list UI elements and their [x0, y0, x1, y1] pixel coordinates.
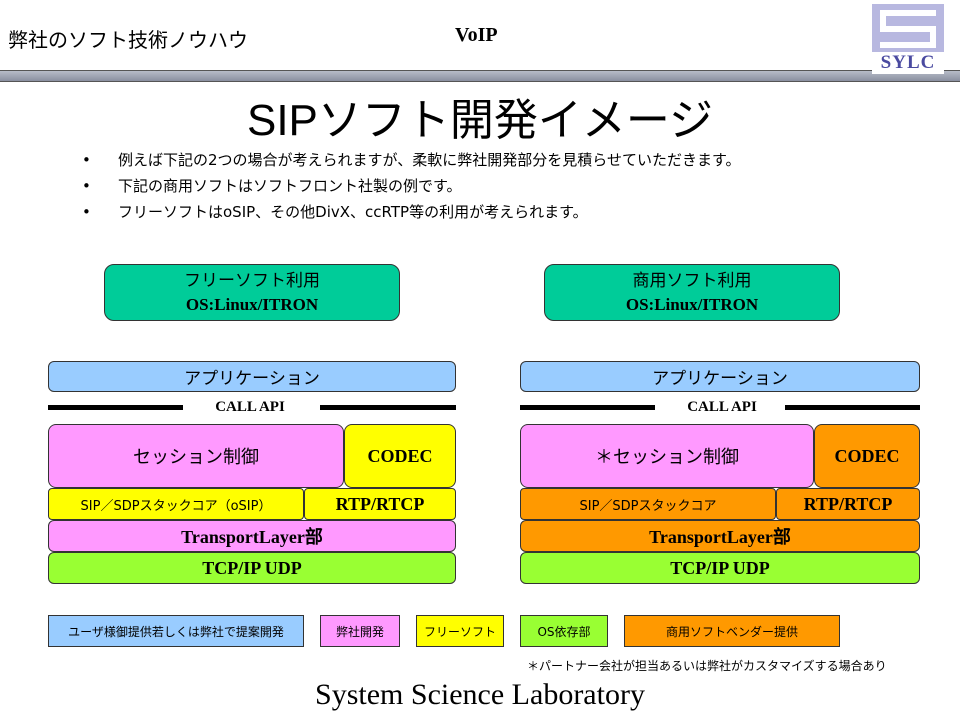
right-os-line1: 商用ソフト利用 — [632, 270, 752, 290]
bullet-text: 下記の商用ソフトはソフトフロント社製の例です。 — [118, 177, 462, 195]
right-codec-box: CODEC — [814, 424, 920, 488]
legend-os-dependent: OS依存部 — [520, 615, 608, 647]
left-os-line1: フリーソフト利用 — [184, 270, 320, 290]
left-codec-box: CODEC — [344, 424, 456, 488]
bullet-list: • 例えば下記の2つの場合が考えられますが、柔軟に弊社開発部分を見積らせていただき… — [80, 150, 740, 228]
logo-text: SYLC — [872, 52, 944, 74]
left-os-box: フリーソフト利用 OS:Linux/ITRON — [104, 264, 400, 321]
bullet-item: • フリーソフトはoSIP、その他DivX、ccRTP等の利用が考えられます。 — [80, 202, 740, 228]
right-tcpip-box: TCP/IP UDP — [520, 552, 920, 584]
right-application-label: アプリケーション — [652, 369, 788, 389]
left-session-label: セッション制御 — [133, 447, 259, 468]
bullet-text: フリーソフトはoSIP、その他DivX、ccRTP等の利用が考えられます。 — [118, 203, 588, 221]
right-session-label: ＊セッション制御 — [595, 447, 739, 468]
left-os-line2: OS:Linux/ITRON — [185, 294, 319, 314]
left-callapi-bar-left — [48, 405, 183, 410]
right-os-line2: OS:Linux/ITRON — [625, 294, 759, 314]
legend-commercial-vendor-label: 商用ソフトベンダー提供 — [665, 624, 798, 639]
left-sip-label: SIP／SDPスタックコア（oSIP） — [80, 498, 272, 514]
header-divider — [0, 70, 960, 82]
footer-company-name: System Science Laboratory — [315, 678, 645, 711]
left-transport-box: TransportLayer部 — [48, 520, 456, 552]
right-transport-box: TransportLayer部 — [520, 520, 920, 552]
bullet-icon: • — [82, 203, 91, 221]
right-session-box: ＊セッション制御 — [520, 424, 814, 488]
legend-user-provided: ユーザ様御提供若しくは弊社で提案開発 — [48, 615, 304, 647]
right-sip-box: SIP／SDPスタックコア — [520, 488, 776, 520]
legend-os-dependent-label: OS依存部 — [537, 624, 591, 639]
left-callapi-bar-right — [320, 405, 456, 410]
left-tcpip-label: TCP/IP UDP — [202, 557, 302, 578]
left-tcpip-box: TCP/IP UDP — [48, 552, 456, 584]
right-rtp-box: RTP/RTCP — [776, 488, 920, 520]
left-rtp-box: RTP/RTCP — [304, 488, 456, 520]
right-callapi-label: CALL API — [687, 399, 757, 415]
left-application-box: アプリケーション — [48, 361, 456, 392]
left-rtp-label: RTP/RTCP — [335, 493, 425, 514]
left-callapi-label: CALL API — [215, 399, 285, 415]
bullet-item: • 下記の商用ソフトはソフトフロント社製の例です。 — [80, 176, 740, 202]
bullet-icon: • — [82, 177, 91, 195]
right-codec-label: CODEC — [834, 445, 900, 466]
left-codec-label: CODEC — [367, 445, 433, 466]
legend-our-development-label: 弊社開発 — [335, 624, 384, 639]
header-center-title: VoIP — [455, 24, 498, 46]
bullet-icon: • — [82, 151, 91, 169]
right-application-box: アプリケーション — [520, 361, 920, 392]
header-left-title: 弊社のソフト技術ノウハウ — [8, 28, 248, 52]
left-session-box: セッション制御 — [48, 424, 344, 488]
right-callapi-bar-right — [785, 405, 920, 410]
legend-user-provided-label: ユーザ様御提供若しくは弊社で提案開発 — [68, 624, 284, 639]
bullet-text: 例えば下記の2つの場合が考えられますが、柔軟に弊社開発部分を見積らせていただきま… — [118, 151, 741, 169]
footnote: ＊パートナー会社が担当あるいは弊社がカスタマイズする場合あり — [527, 659, 887, 673]
bullet-item: • 例えば下記の2つの場合が考えられますが、柔軟に弊社開発部分を見積らせていただき… — [80, 150, 740, 176]
right-os-box: 商用ソフト利用 OS:Linux/ITRON — [544, 264, 840, 321]
legend-free-software-label: フリーソフト — [423, 624, 496, 639]
legend-free-software: フリーソフト — [416, 615, 504, 647]
right-callapi-bar-left — [520, 405, 655, 410]
right-tcpip-label: TCP/IP UDP — [670, 557, 770, 578]
legend-our-development: 弊社開発 — [320, 615, 400, 647]
left-application-label: アプリケーション — [184, 369, 320, 389]
right-rtp-label: RTP/RTCP — [803, 493, 893, 514]
sylc-logo-icon — [872, 4, 944, 52]
page-title: SIPソフト開発イメージ — [246, 96, 714, 145]
left-transport-label: TransportLayer部 — [181, 527, 323, 547]
right-sip-label: SIP／SDPスタックコア — [579, 498, 717, 514]
right-transport-label: TransportLayer部 — [649, 527, 791, 547]
legend-commercial-vendor: 商用ソフトベンダー提供 — [624, 615, 840, 647]
left-sip-box: SIP／SDPスタックコア（oSIP） — [48, 488, 304, 520]
